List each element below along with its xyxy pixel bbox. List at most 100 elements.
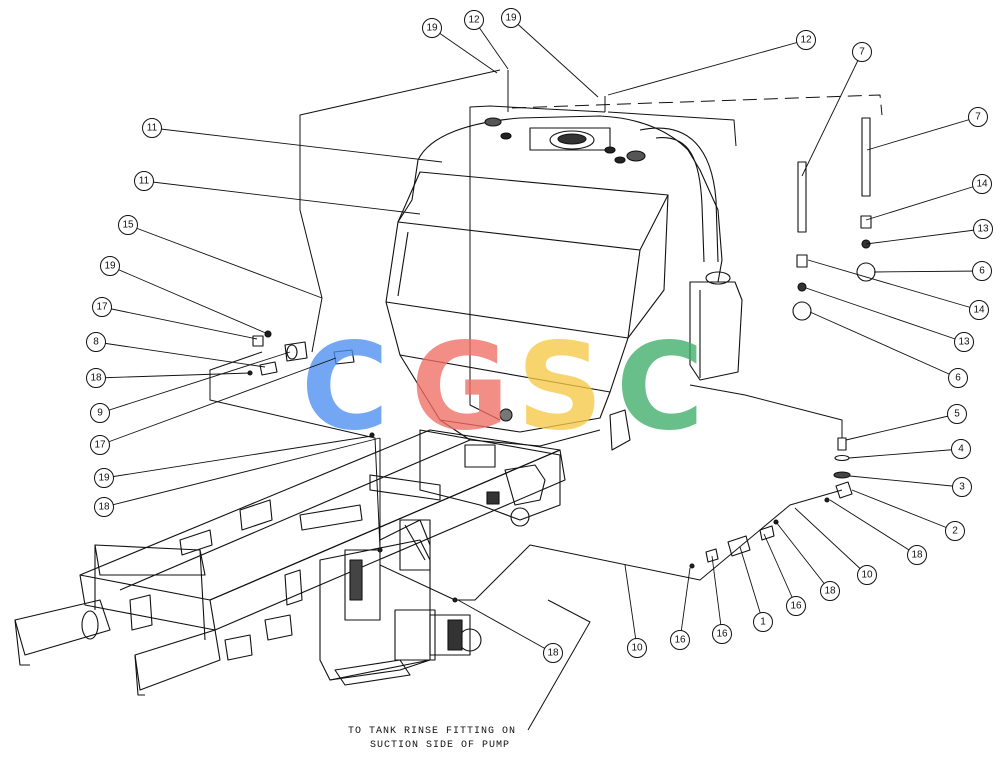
callout-bubble: 18	[457, 599, 563, 663]
callout-bubble: 13	[865, 219, 993, 245]
callout-leader-line	[99, 357, 337, 446]
callout-bubble: 19	[100, 256, 269, 335]
callout-leader-line	[775, 521, 831, 592]
callout-number: 18	[911, 550, 923, 561]
callout-number: 7	[859, 47, 865, 58]
callout-bubble: 14	[865, 174, 992, 221]
callout-leader-line	[99, 351, 291, 414]
chassis-frame	[14, 409, 631, 696]
callout-bubble: 9	[90, 351, 291, 423]
callout-bubble: 16	[670, 567, 691, 650]
callout-bubble: 18	[86, 368, 251, 388]
callout-circle	[907, 545, 927, 565]
callout-leader-line	[510, 17, 599, 98]
callout-number: 11	[139, 176, 150, 187]
callout-leader-line	[143, 180, 421, 215]
callout-number: 18	[98, 502, 110, 513]
callout-circle	[857, 565, 877, 585]
callout-circle	[86, 368, 106, 388]
callout-bubble: 17	[92, 297, 258, 340]
callout-number: 19	[505, 13, 517, 24]
callout-bubble: 14	[807, 259, 989, 320]
callout-number: 16	[790, 601, 802, 612]
callout-circle	[852, 42, 872, 62]
callout-circle	[947, 404, 967, 424]
callout-circle	[134, 171, 154, 191]
callout-leader-line	[807, 259, 980, 311]
callout-circle	[954, 332, 974, 352]
callout-number: 2	[952, 526, 958, 537]
callout-number: 18	[824, 586, 836, 597]
callout-leader-line	[739, 546, 764, 623]
callout-bubble: 18	[775, 521, 840, 601]
callout-bubble: 3	[849, 475, 972, 497]
note-line-1: TO TANK RINSE FITTING ON	[348, 726, 516, 737]
callout-bubble: 13	[805, 287, 974, 352]
callout-circle	[100, 256, 120, 276]
callout-leader-line	[95, 341, 266, 368]
callout-circle	[945, 521, 965, 541]
callout-circle	[786, 596, 806, 616]
callout-number: 10	[861, 570, 873, 581]
callout-bubble: 15	[118, 215, 323, 299]
callout-leader-line	[801, 51, 863, 177]
watermark-letter: S	[517, 319, 603, 458]
callout-circle	[90, 403, 110, 423]
callout-leader-line	[763, 533, 797, 607]
watermark: C G S C	[301, 319, 704, 458]
callout-number: 13	[977, 224, 989, 235]
callout-number: 19	[98, 473, 110, 484]
callout-bubble: 16	[711, 555, 732, 644]
callout-number: 17	[94, 440, 106, 451]
callout-number: 9	[97, 408, 103, 419]
callout-leader-line	[103, 435, 373, 479]
callout-number: 5	[954, 409, 960, 420]
callout-leader-line	[865, 183, 983, 221]
callout-bubble: 6	[873, 261, 992, 281]
callout-leader-line	[431, 27, 498, 74]
callout-number: 17	[96, 302, 108, 313]
callout-number: 14	[976, 179, 988, 190]
callout-leader-line	[607, 39, 807, 96]
callout-number: 19	[426, 23, 438, 34]
callout-leader-line	[848, 448, 962, 459]
callout-circle	[951, 439, 971, 459]
callout-bubble: 1	[739, 546, 773, 632]
callout-bubble: 18	[94, 437, 381, 517]
callout-bubble: 7	[866, 107, 988, 151]
callout-bubble: 8	[86, 332, 266, 368]
callout-bubble: 7	[801, 42, 872, 177]
note-line-2: SUCTION SIDE OF PUMP	[370, 740, 510, 751]
callout-leader-line	[109, 265, 269, 335]
callout-number: 6	[955, 373, 961, 384]
callout-number: 10	[631, 643, 643, 654]
callout-bubble: 6	[809, 311, 968, 388]
callout-number: 8	[93, 337, 99, 348]
callout-leader-line	[711, 555, 723, 635]
callout-number: 18	[547, 648, 559, 659]
callout-number: 14	[973, 305, 985, 316]
callout-leader-line	[95, 372, 251, 379]
callout-number: 12	[468, 15, 480, 26]
callout-circle	[543, 643, 563, 663]
callout-circle	[796, 30, 816, 50]
callout-leader-line	[805, 287, 965, 343]
callout-circle	[86, 332, 106, 352]
callout-bubble: 12	[607, 30, 816, 96]
callout-bubble: 4	[848, 439, 971, 459]
callout-leader-line	[829, 499, 918, 556]
callout-circle	[972, 261, 992, 281]
callout-bubble: 11	[142, 118, 443, 163]
callout-bubble: 19	[422, 18, 498, 74]
callout-circle	[820, 581, 840, 601]
callout-bubble: 10	[794, 507, 877, 585]
callout-leader-line	[845, 413, 958, 441]
callout-bubble: 17	[90, 357, 337, 455]
callout-leader-line	[866, 116, 979, 151]
callout-circle	[670, 630, 690, 650]
callout-leader-line	[849, 475, 963, 488]
callout-number: 16	[674, 635, 686, 646]
watermark-letter: C	[301, 319, 389, 458]
small-parts	[247, 117, 876, 603]
